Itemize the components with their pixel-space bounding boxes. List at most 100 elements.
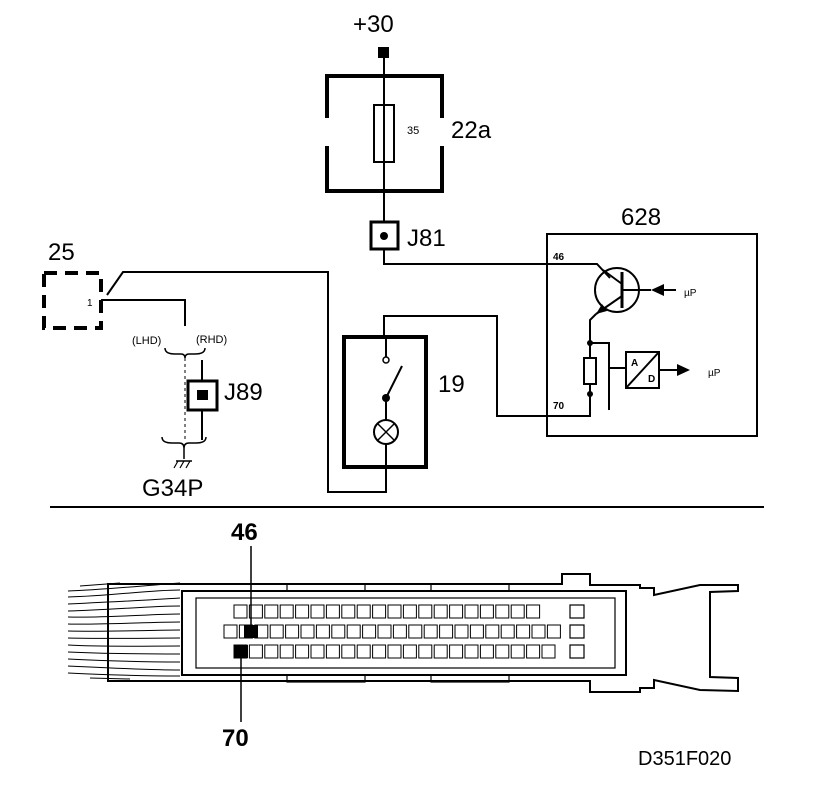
microprocessor-label-2: µP	[708, 368, 721, 379]
connector-pin	[223, 624, 238, 639]
connector-pin	[423, 624, 438, 639]
ground-label: G34P	[142, 475, 203, 502]
connector-pin	[392, 624, 407, 639]
connector-pin	[295, 604, 310, 619]
microprocessor-label-1: µP	[684, 288, 697, 299]
connector-pin	[500, 624, 515, 639]
fuse-box-label: 22a	[451, 117, 492, 144]
connector-pin	[402, 644, 417, 659]
connector-pin	[248, 644, 263, 659]
connector-pin	[356, 604, 371, 619]
ecu-pin-70: 70	[553, 401, 565, 412]
connector-pin	[285, 624, 300, 639]
connector-pin	[325, 644, 340, 659]
lamp-icon	[373, 419, 399, 445]
connector-pin	[531, 624, 546, 639]
connector-pin	[433, 644, 448, 659]
ground-icon	[173, 448, 192, 469]
connector-pin	[248, 604, 263, 619]
connector-pin	[464, 604, 479, 619]
connector-pin	[495, 644, 510, 659]
connector-pin	[449, 644, 464, 659]
connector-pin	[402, 604, 417, 619]
adc-d-label: D	[648, 374, 655, 385]
connector-pin	[433, 604, 448, 619]
transistor-icon	[594, 267, 651, 315]
connector-pin-70-label: 70	[222, 725, 249, 752]
connector-pin	[464, 644, 479, 659]
connector-pin	[469, 624, 484, 639]
connector-pin	[269, 624, 284, 639]
connector-end-pin	[569, 624, 585, 639]
connector-pin	[264, 604, 279, 619]
supply-terminal	[378, 47, 389, 58]
connector-pin	[439, 624, 454, 639]
fuse-rating: 35	[407, 125, 419, 137]
supply-label: +30	[353, 11, 394, 38]
connector-pin	[516, 624, 531, 639]
lamp-switch-label: 19	[438, 371, 465, 398]
connector-j81-label: J81	[407, 225, 446, 252]
connector-pin	[526, 644, 541, 659]
connector-pin	[325, 604, 340, 619]
rhd-label: (RHD)	[196, 334, 227, 346]
pin-70-highlight	[234, 645, 248, 658]
arrow-right-icon	[677, 364, 690, 376]
arrow-left-icon	[651, 284, 664, 296]
connector-pin	[526, 604, 541, 619]
ecu-label: 628	[621, 204, 661, 231]
connector-pin-46-label: 46	[231, 519, 258, 546]
connector-pin	[315, 624, 330, 639]
connector-j89-label: J89	[224, 379, 263, 406]
connector-pin	[310, 644, 325, 659]
connector-pin	[279, 604, 294, 619]
connector-pin	[541, 644, 556, 659]
connector-pin	[362, 624, 377, 639]
connector-pin	[485, 624, 500, 639]
cable-bundle	[67, 582, 181, 680]
connector-pin	[372, 644, 387, 659]
ecu-pin-46: 46	[553, 252, 565, 263]
connector-end-pin	[569, 644, 585, 659]
connector-pin	[377, 624, 392, 639]
connector-pin	[495, 604, 510, 619]
connector-pin	[310, 604, 325, 619]
switch-icon	[382, 337, 403, 402]
connector-pin	[279, 644, 294, 659]
figure-reference: D351F020	[638, 748, 731, 770]
connector-pin	[479, 644, 494, 659]
connector-pin	[387, 604, 402, 619]
connector-pin	[346, 624, 361, 639]
connector-pin	[300, 624, 315, 639]
connector-pin	[510, 644, 525, 659]
ecu-628	[546, 233, 758, 437]
connector-pin	[418, 644, 433, 659]
connector-pin	[372, 604, 387, 619]
ecu-connector-drawing	[67, 546, 739, 722]
connector-pin	[510, 604, 525, 619]
connector-pin	[233, 604, 248, 619]
lhd-label: (LHD)	[132, 335, 161, 347]
pin-grid	[223, 604, 585, 659]
component-25-pin: 1	[87, 298, 93, 309]
adc-a-label: A	[631, 358, 638, 369]
connector-pin	[341, 644, 356, 659]
connector-pin	[479, 604, 494, 619]
connector-pin	[408, 624, 423, 639]
connector-pin	[546, 624, 561, 639]
connector-pin	[387, 644, 402, 659]
connector-pin	[454, 624, 469, 639]
connector-pin	[341, 604, 356, 619]
pin-46-highlight	[244, 625, 258, 638]
connector-pin	[449, 604, 464, 619]
fuse-box-22a	[322, 74, 447, 193]
connector-pin	[418, 604, 433, 619]
adc-converter	[625, 351, 660, 389]
component-25-label: 25	[48, 239, 75, 266]
resistor	[583, 357, 597, 385]
connector-pin	[356, 644, 371, 659]
connector-pin	[264, 644, 279, 659]
connector-pin	[295, 644, 310, 659]
connector-end-pin	[569, 604, 585, 619]
